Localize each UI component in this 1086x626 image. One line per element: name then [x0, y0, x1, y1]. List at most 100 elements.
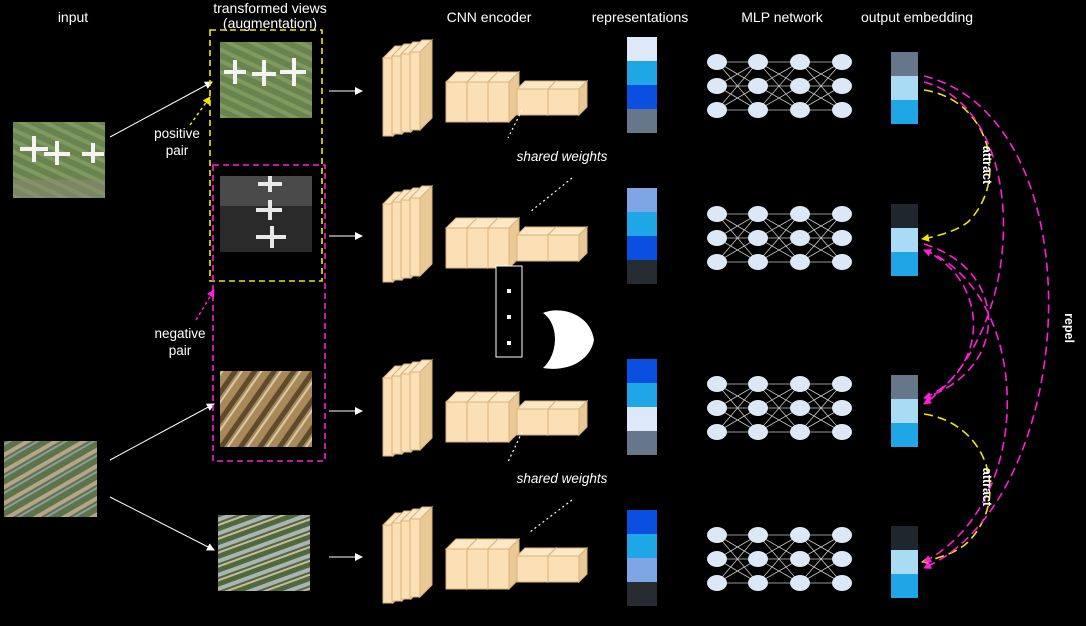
view-image-residential-desert — [220, 371, 312, 447]
shared-weights-link-bottom-a — [507, 431, 523, 463]
representation-vector-2 — [627, 188, 657, 284]
representation-vector-4 — [627, 510, 657, 606]
mlp-node — [748, 254, 768, 270]
embedding-cell — [891, 399, 918, 423]
mlp-node — [707, 206, 727, 222]
cnn-encoder-1 — [381, 38, 589, 138]
representation-cell — [627, 109, 657, 133]
view-image-airplanes-gray — [220, 176, 312, 252]
header-representations: representations — [592, 9, 689, 25]
mlp-node — [832, 54, 852, 70]
shared-weights-link-bottom-b — [529, 499, 573, 533]
negative-pair-box — [212, 164, 326, 462]
representation-cell — [627, 212, 657, 236]
cnn-encoder-4 — [381, 505, 589, 605]
representation-cell — [627, 85, 657, 109]
conv-layer-medium — [486, 390, 521, 444]
mlp-node — [707, 78, 727, 94]
input-image-airplanes — [13, 122, 105, 198]
mlp-node — [832, 206, 852, 222]
conv-layer-large — [408, 38, 434, 132]
representation-cell — [627, 260, 657, 284]
view-image-residential-green — [218, 515, 310, 591]
header-views-line1: transformed views — [213, 0, 327, 16]
mlp-node — [707, 254, 727, 270]
mlp-node — [832, 78, 852, 94]
conv-layer-large — [408, 358, 434, 452]
mlp-node — [832, 527, 852, 543]
header-mlp-network: MLP network — [741, 9, 823, 25]
mlp-node — [748, 376, 768, 392]
embedding-cell — [891, 52, 918, 76]
representation-cell — [627, 582, 657, 606]
mlp-node — [748, 424, 768, 440]
embedding-cell — [891, 100, 918, 124]
arrow-input1-view1 — [109, 81, 213, 138]
conv-layer-large — [408, 505, 434, 599]
cnn-encoder-2 — [381, 184, 589, 284]
header-cnn-encoder: CNN encoder — [447, 9, 532, 25]
representation-cell — [627, 431, 657, 455]
mlp-node — [790, 206, 810, 222]
positive-pair-pointer — [189, 96, 211, 126]
crescent-shape — [543, 310, 594, 369]
attract-curve-top — [921, 89, 991, 242]
representation-vector-1 — [627, 37, 657, 133]
conv-layer-medium — [486, 537, 521, 591]
mlp-node — [707, 230, 727, 246]
mlp-node — [707, 551, 727, 567]
shared-weights-label-top: shared weights — [517, 149, 608, 164]
mlp-node — [832, 230, 852, 246]
mlp-network-1 — [707, 54, 852, 118]
shared-weights-link-top-a — [507, 109, 523, 139]
mlp-node — [707, 102, 727, 118]
arrow-input2-view3 — [109, 403, 215, 461]
mlp-node — [790, 230, 810, 246]
mlp-node — [832, 551, 852, 567]
mlp-node — [832, 575, 852, 591]
representation-cell — [627, 236, 657, 260]
mlp-node — [748, 102, 768, 118]
mlp-node — [832, 376, 852, 392]
mlp-node — [707, 400, 727, 416]
mlp-node — [707, 527, 727, 543]
mlp-node — [790, 54, 810, 70]
representation-cell — [627, 188, 657, 212]
negative-pair-label-line1: negative — [154, 326, 205, 341]
embedding-cell — [891, 526, 918, 550]
representation-vector-3 — [627, 359, 657, 455]
header-output-embedding: output embedding — [861, 9, 973, 25]
mlp-node — [707, 575, 727, 591]
output-embedding-3 — [891, 375, 918, 447]
conv-layer-small — [546, 79, 589, 117]
mlp-node — [707, 424, 727, 440]
mlp-node — [832, 400, 852, 416]
embedding-cell — [891, 574, 918, 598]
cnn-encoder-3 — [381, 358, 589, 458]
mlp-node — [790, 551, 810, 567]
conv-layer-medium — [486, 70, 521, 124]
mlp-node — [832, 424, 852, 440]
header-views-line2: (augmentation) — [223, 15, 317, 31]
mlp-node — [790, 424, 810, 440]
mlp-network-3 — [707, 376, 852, 440]
conv-layer-large — [408, 184, 434, 278]
mlp-node — [790, 254, 810, 270]
mlp-node — [790, 575, 810, 591]
attract-curve-bottom — [921, 413, 991, 565]
attract-label-bottom: attract — [980, 468, 994, 507]
embedding-cell — [891, 423, 918, 447]
header-input: input — [58, 9, 88, 25]
embedding-cell — [891, 204, 918, 228]
ellipsis-icon — [495, 265, 523, 358]
mlp-node — [790, 78, 810, 94]
embedding-cell — [891, 76, 918, 100]
embedding-cell — [891, 550, 918, 574]
shared-weights-link-top-b — [529, 177, 573, 213]
conv-layer-medium — [486, 216, 521, 270]
representation-cell — [627, 61, 657, 85]
representation-cell — [627, 534, 657, 558]
representation-cell — [627, 383, 657, 407]
conv-layer-small — [546, 546, 589, 584]
